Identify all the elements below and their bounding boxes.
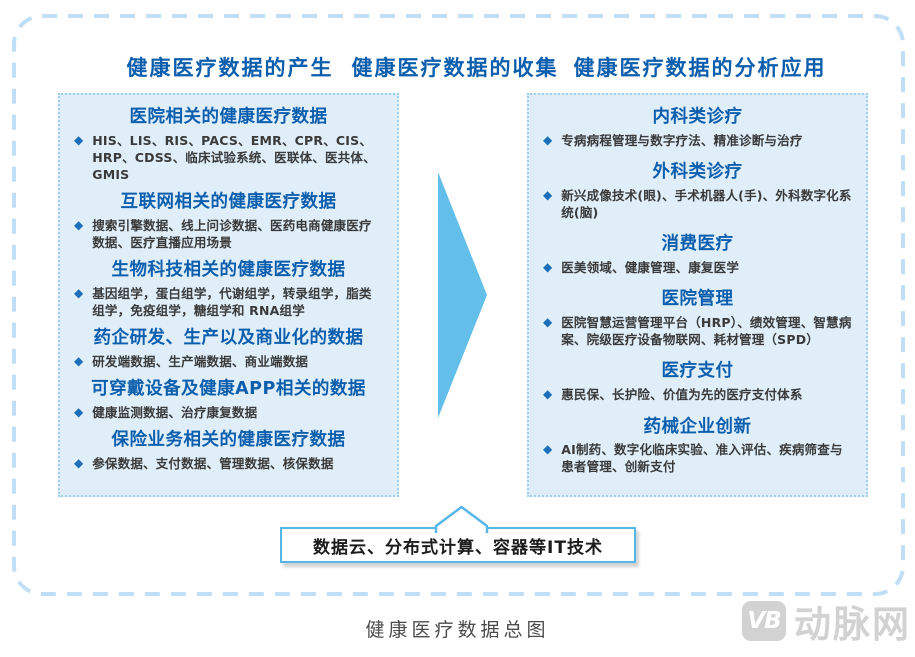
- header-data-collection: 健康医疗数据的收集: [351, 56, 559, 80]
- section-bullet-row: ◆ HIS、LIS、RIS、PACS、EMR、CPR、CIS、HRP、CDSS、…: [72, 132, 385, 183]
- section-title: 消费医疗: [661, 234, 734, 255]
- section-title: 可穿戴设备及健康APP相关的数据: [91, 378, 366, 399]
- section-bullet-text: 医美领域、健康管理、康复医学: [561, 260, 740, 276]
- diamond-bullet-icon: ◆: [74, 353, 84, 368]
- analysis-application-panel: 内科类诊疗 ◆ 专病病程管理与数字疗法、精准诊断与治疗 外科类诊疗 ◆ 新兴成像…: [527, 93, 868, 497]
- section-bullet-text: 惠民保、长护险、价值为先的医疗支付体系: [561, 387, 803, 403]
- diamond-bullet-icon: ◆: [543, 442, 553, 457]
- section-bullet-text: 研发端数据、生产端数据、商业端数据: [92, 353, 309, 369]
- data-section: 消费医疗 ◆ 医美领域、健康管理、康复医学: [541, 234, 854, 276]
- outer-dashed-border: [12, 14, 905, 596]
- section-bullet-row: ◆ 专病病程管理与数字疗法、精准诊断与治疗: [541, 132, 854, 149]
- section-title: 内科类诊疗: [652, 107, 743, 127]
- section-title: 生物科技相关的健康医疗数据: [111, 259, 346, 280]
- watermark-brand-name: 动脉网: [794, 603, 911, 646]
- section-bullet-text: 基因组学，蛋白组学，代谢组学，转录组学，脂类组学，免疫组学，糖组学和 RNA组学: [92, 285, 372, 318]
- diamond-bullet-icon: ◆: [543, 132, 553, 147]
- section-bullet-row: ◆ 惠民保、长护险、价值为先的医疗支付体系: [541, 386, 854, 403]
- section-bullet-row: ◆ 新兴成像技术(眼)、手术机器人(手)、外科数字化系统(脑): [541, 187, 854, 221]
- data-section: 医院相关的健康医疗数据 ◆ HIS、LIS、RIS、PACS、EMR、CPR、C…: [72, 107, 385, 183]
- production-data-panel: 医院相关的健康医疗数据 ◆ HIS、LIS、RIS、PACS、EMR、CPR、C…: [58, 93, 399, 497]
- diamond-bullet-icon: ◆: [74, 456, 84, 471]
- data-section: 外科类诊疗 ◆ 新兴成像技术(眼)、手术机器人(手)、外科数字化系统(脑): [541, 162, 854, 221]
- section-title: 医疗支付: [661, 361, 734, 382]
- diamond-bullet-icon: ◆: [74, 217, 84, 232]
- section-bullet-row: ◆ AI制药、数字化临床实验、准入评估、疾病筛查与患者管理、创新支付: [541, 441, 854, 475]
- section-bullet-row: ◆ 研发端数据、生产端数据、商业端数据: [72, 353, 385, 370]
- section-title: 医院管理: [661, 289, 734, 310]
- section-bullet-text: 参保数据、支付数据、管理数据、核保数据: [92, 456, 334, 472]
- section-title: 外科类诊疗: [652, 162, 743, 183]
- data-section: 可穿戴设备及健康APP相关的数据 ◆ 健康监测数据、治疗康复数据: [72, 379, 385, 421]
- section-bullet-row: ◆ 基因组学，蛋白组学，代谢组学，转录组学，脂类组学，免疫组学，糖组学和 RNA…: [72, 285, 385, 319]
- diamond-bullet-icon: ◆: [74, 285, 84, 300]
- header-data-production: 健康医疗数据的产生: [126, 56, 334, 80]
- section-title: 保险业务相关的健康医疗数据: [111, 430, 346, 451]
- data-section: 药企研发、生产以及商业化的数据 ◆ 研发端数据、生产端数据、商业端数据: [72, 328, 385, 370]
- section-title: 互联网相关的健康医疗数据: [120, 191, 337, 212]
- section-bullet-row: ◆ 医美领域、健康管理、康复医学: [541, 259, 854, 276]
- diamond-bullet-icon: ◆: [543, 260, 553, 275]
- data-section: 保险业务相关的健康医疗数据 ◆ 参保数据、支付数据、管理数据、核保数据: [72, 430, 385, 472]
- data-section: 生物科技相关的健康医疗数据 ◆ 基因组学，蛋白组学，代谢组学，转录组学，脂类组学…: [72, 260, 385, 319]
- section-bullet-text: 搜索引擎数据、线上问诊数据、医药电商健康医疗数据、医疗直播应用场景: [92, 217, 372, 250]
- diamond-bullet-icon: ◆: [543, 315, 553, 330]
- watermark: VB 动脉网: [742, 600, 911, 646]
- section-bullet-text: HIS、LIS、RIS、PACS、EMR、CPR、CIS、HRP、CDSS、临床…: [92, 132, 376, 182]
- section-title: 药企研发、生产以及商业化的数据: [93, 327, 364, 348]
- vb-logo-icon: VB: [742, 601, 786, 641]
- section-bullet-text: 新兴成像技术(眼)、手术机器人(手)、外科数字化系统(脑): [561, 188, 852, 221]
- data-section: 药械企业创新 ◆ AI制药、数字化临床实验、准入评估、疾病筛查与患者管理、创新支…: [541, 417, 854, 476]
- section-bullet-row: ◆ 医院智慧运营管理平台（HRP）、绩效管理、智慧病案、院级医疗设备物联网、耗材…: [541, 314, 854, 348]
- diamond-bullet-icon: ◆: [543, 387, 553, 402]
- flow-arrow-right-icon: [438, 172, 487, 418]
- it-technology-label: 数据云、分布式计算、容器等IT技术: [313, 537, 603, 558]
- data-section: 医院管理 ◆ 医院智慧运营管理平台（HRP）、绩效管理、智慧病案、院级医疗设备物…: [541, 289, 854, 348]
- section-bullet-row: ◆ 健康监测数据、治疗康复数据: [72, 404, 385, 421]
- data-section: 互联网相关的健康医疗数据 ◆ 搜索引擎数据、线上问诊数据、医药电商健康医疗数据、…: [72, 192, 385, 251]
- diamond-bullet-icon: ◆: [74, 404, 84, 419]
- data-section: 医疗支付 ◆ 惠民保、长护险、价值为先的医疗支付体系: [541, 361, 854, 403]
- section-bullet-text: 健康监测数据、治疗康复数据: [92, 404, 258, 420]
- section-bullet-row: ◆ 参保数据、支付数据、管理数据、核保数据: [72, 455, 385, 472]
- section-title: 药械企业创新: [643, 416, 752, 437]
- section-bullet-text: 专病病程管理与数字疗法、精准诊断与治疗: [561, 132, 803, 148]
- diamond-bullet-icon: ◆: [74, 132, 84, 147]
- data-section: 内科类诊疗 ◆ 专病病程管理与数字疗法、精准诊断与治疗: [541, 107, 854, 149]
- it-up-arrow-icon: [434, 505, 489, 533]
- section-bullet-text: 医院智慧运营管理平台（HRP）、绩效管理、智慧病案、院级医疗设备物联网、耗材管理…: [561, 315, 852, 348]
- diagram-caption: 健康医疗数据总图: [365, 619, 550, 641]
- section-bullet-row: ◆ 搜索引擎数据、线上问诊数据、医药电商健康医疗数据、医疗直播应用场景: [72, 217, 385, 251]
- section-title: 医院相关的健康医疗数据: [129, 107, 328, 127]
- diamond-bullet-icon: ◆: [543, 188, 553, 203]
- section-bullet-text: AI制药、数字化临床实验、准入评估、疾病筛查与患者管理、创新支付: [561, 442, 843, 475]
- header-data-analysis-application: 健康医疗数据的分析应用: [573, 56, 827, 80]
